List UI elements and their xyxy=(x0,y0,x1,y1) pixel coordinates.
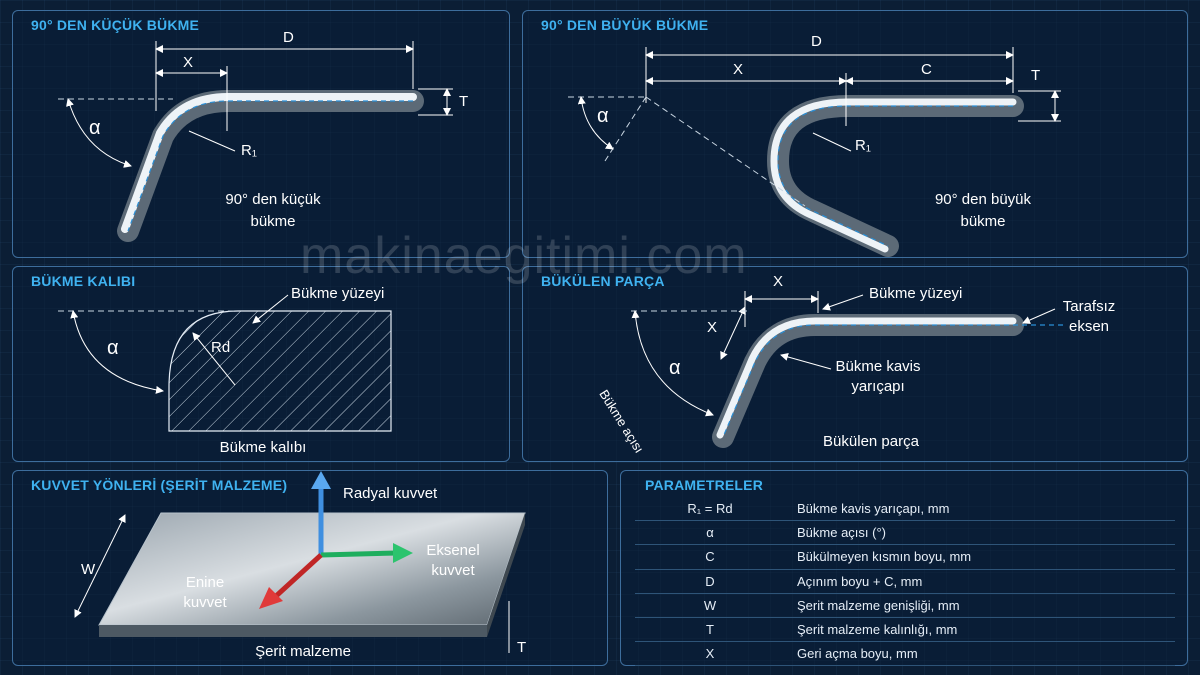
angle-label: α xyxy=(597,105,609,127)
radius-label: R₁ xyxy=(855,137,871,154)
tube-highlight xyxy=(770,98,1017,253)
surface-leader xyxy=(252,294,289,324)
die-body xyxy=(168,310,392,432)
param-symbol: R₁ = Rd xyxy=(635,497,785,522)
dim-t-label: T xyxy=(517,639,527,656)
angle-label: α xyxy=(89,117,101,139)
radius-leader xyxy=(812,132,852,152)
caption: Bükme kalıbı xyxy=(219,439,307,456)
param-description: Açınım boyu + C, mm xyxy=(785,569,1175,594)
param-description: Bükme kavis yarıçapı, mm xyxy=(785,497,1175,522)
dim-x-label: X xyxy=(183,54,194,71)
radius-leader xyxy=(780,353,832,370)
dim-x-top-label: X xyxy=(773,273,784,290)
dim-x-side-line xyxy=(720,306,746,360)
angle-arc xyxy=(631,310,714,417)
param-description: Şerit malzeme genişliği, mm xyxy=(785,593,1175,618)
panel-bent-part: BÜKÜLEN PARÇA X X α Bükme yüzeyi Tarafsı… xyxy=(522,266,1188,462)
radial-force-label: Radyal kuvvet xyxy=(343,485,438,502)
tube-body xyxy=(712,314,1024,448)
transverse-arrow xyxy=(273,553,323,599)
neutral-axis-label: Tarafsız eksen xyxy=(1062,298,1116,335)
neutral-leader xyxy=(1022,308,1056,324)
bent-part-drawing xyxy=(631,291,1063,448)
panel-forces: KUVVET YÖNLERİ (ŞERİT MALZEME) Radyal ku… xyxy=(12,470,608,666)
dim-x-label: X xyxy=(733,61,744,78)
dim-t-label: T xyxy=(1031,67,1041,84)
radius-label: R₁ xyxy=(241,142,257,159)
tube-highlight xyxy=(716,317,1017,439)
dim-w-label: W xyxy=(81,561,96,578)
param-symbol: W xyxy=(635,593,785,618)
surface-leader xyxy=(822,294,864,311)
angle-arc xyxy=(66,98,132,168)
caption: 90° den büyük bükme xyxy=(934,191,1032,230)
dim-d-label: D xyxy=(811,33,822,50)
panel-title: PARAMETRELER xyxy=(645,477,764,493)
param-symbol: C xyxy=(635,544,785,570)
panel-die: BÜKME KALIBI Bükme yüzeyi α Rd Bükme kal… xyxy=(12,266,510,462)
dim-d-label: D xyxy=(283,29,294,46)
tube-highlight xyxy=(121,93,417,233)
param-description: Bükme açısı (°) xyxy=(785,520,1175,546)
plate-front xyxy=(99,625,487,637)
caption: Şerit malzeme xyxy=(255,643,351,660)
surface-label: Bükme yüzeyi xyxy=(869,285,963,302)
neutral-axis xyxy=(127,100,413,232)
dim-x-side-label: X xyxy=(707,319,718,336)
angle-arc xyxy=(70,310,164,394)
panel-title: BÜKÜLEN PARÇA xyxy=(541,273,665,289)
panel-large-bend: 90° DEN BÜYÜK BÜKME D X C T α R₁ 90° den… xyxy=(522,10,1188,258)
extension-line xyxy=(645,96,806,207)
panel-small-bend: 90° DEN KÜÇÜK BÜKME D X T α R₁ 90° den k… xyxy=(12,10,510,258)
surface-label: Bükme yüzeyi xyxy=(291,285,385,302)
panel-title: 90° DEN KÜÇÜK BÜKME xyxy=(31,17,200,33)
neutral-axis xyxy=(777,105,1013,247)
dim-w-line xyxy=(74,514,126,618)
panel-title: BÜKME KALIBI xyxy=(31,273,136,289)
watermark: makinaegitimi.com xyxy=(300,227,748,285)
angle-label: α xyxy=(107,337,119,359)
caption: Bükülen parça xyxy=(823,433,919,450)
caption: 90° den küçük bükme xyxy=(225,191,321,230)
dim-c-label: C xyxy=(921,61,932,78)
panel-title: KUVVET YÖNLERİ (ŞERİT MALZEME) xyxy=(31,477,288,493)
angle-label: α xyxy=(669,357,681,379)
param-description: Şerit malzeme kalınlığı, mm xyxy=(785,617,1175,643)
panel-title: 90° DEN BÜYÜK BÜKME xyxy=(541,17,709,33)
transverse-force-label: Enine kuvvet xyxy=(183,574,227,611)
axial-force-label: Eksenel kuvvet xyxy=(426,542,480,579)
param-symbol: X xyxy=(635,641,785,667)
plate-side xyxy=(487,513,525,637)
die-drawing xyxy=(58,294,392,432)
radius-label: Bükme kavis yarıçapı xyxy=(835,358,921,395)
small-bend-drawing xyxy=(58,41,453,242)
radius-label: Rd xyxy=(211,339,231,356)
dim-t-label: T xyxy=(459,93,469,110)
forces-drawing xyxy=(74,471,526,653)
param-symbol: D xyxy=(635,569,785,594)
param-symbol: α xyxy=(635,520,785,546)
angle-arc xyxy=(577,96,614,150)
param-description: Geri açma boyu, mm xyxy=(785,641,1175,667)
radius-line xyxy=(192,332,236,386)
radius-leader xyxy=(188,130,236,152)
param-description: Bükülmeyen kısmın boyu, mm xyxy=(785,544,1175,570)
axial-arrow xyxy=(320,550,398,558)
param-symbol: T xyxy=(635,617,785,643)
large-bend-drawing xyxy=(568,47,1061,257)
